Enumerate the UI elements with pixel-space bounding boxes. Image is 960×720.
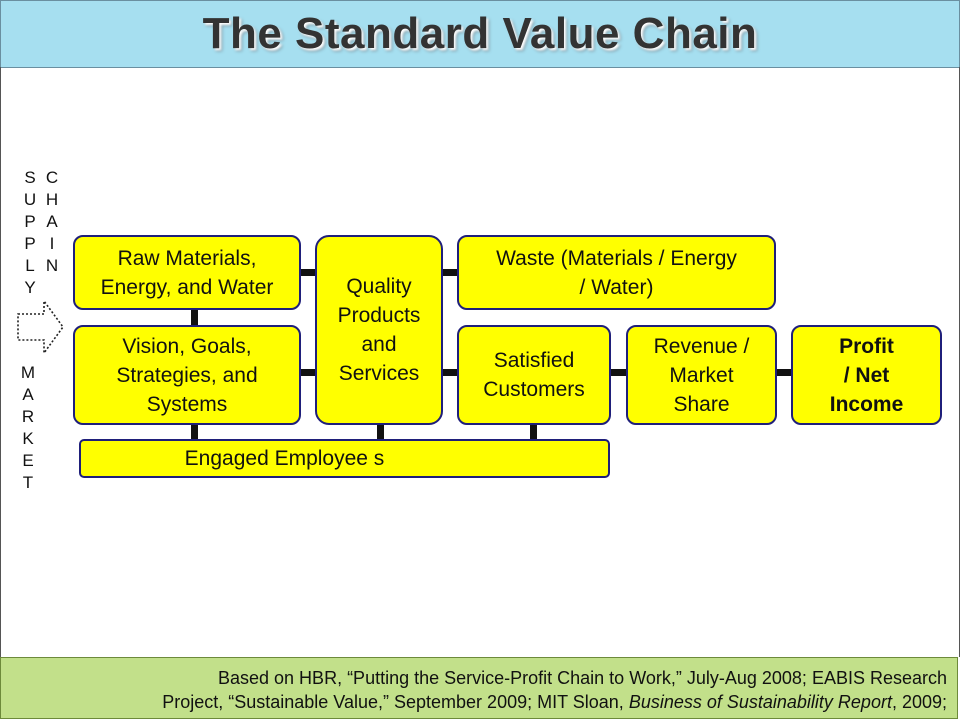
footer-line-1: Based on HBR, “Putting the Service-Profi…: [218, 668, 947, 688]
connector-satisfied-revenue: [610, 369, 627, 376]
market-label: M A R K E T: [20, 363, 36, 492]
waste-box: Waste (Materials / Energy / Water): [457, 235, 776, 310]
footer-line-2-end: , 2009;: [891, 692, 947, 712]
connector-satisfied-employees: [530, 424, 537, 440]
connector-raw-quality: [300, 269, 316, 276]
satisfied-customers-box: Satisfied Customers: [457, 325, 611, 425]
source-footer: Based on HBR, “Putting the Service-Profi…: [0, 657, 958, 719]
profit-net-income-box: Profit / Net Income: [791, 325, 942, 425]
footer-line-2-start: Project, “Sustainable Value,” September …: [162, 692, 629, 712]
supply-chain-arrow-icon: [17, 298, 64, 356]
footer-line-2: Project, “Sustainable Value,” September …: [1, 690, 947, 714]
revenue-market-share-box: Revenue / Market Share: [626, 325, 777, 425]
title-bar: The Standard Value Chain: [0, 0, 960, 68]
connector-quality-satisfied: [442, 369, 458, 376]
vision-goals-box: Vision, Goals, Strategies, and Systems: [73, 325, 301, 425]
connector-quality-employees: [377, 424, 384, 440]
quality-products-box: Quality Products and Services: [315, 235, 443, 425]
connector-vision-quality: [300, 369, 316, 376]
footer-report-title: Business of Sustainability Report: [628, 692, 892, 712]
supply-label: S U P P L Y: [23, 168, 37, 297]
engaged-employees-box: Engaged Employee s: [79, 439, 610, 478]
connector-revenue-profit: [776, 369, 792, 376]
chain-label: C H A I N: [45, 168, 59, 275]
connector-quality-waste: [442, 269, 458, 276]
raw-materials-box: Raw Materials, Energy, and Water: [73, 235, 301, 310]
connector-vision-employees: [191, 424, 198, 440]
page-title: The Standard Value Chain: [202, 9, 758, 58]
connector-raw-vision: [191, 309, 198, 326]
